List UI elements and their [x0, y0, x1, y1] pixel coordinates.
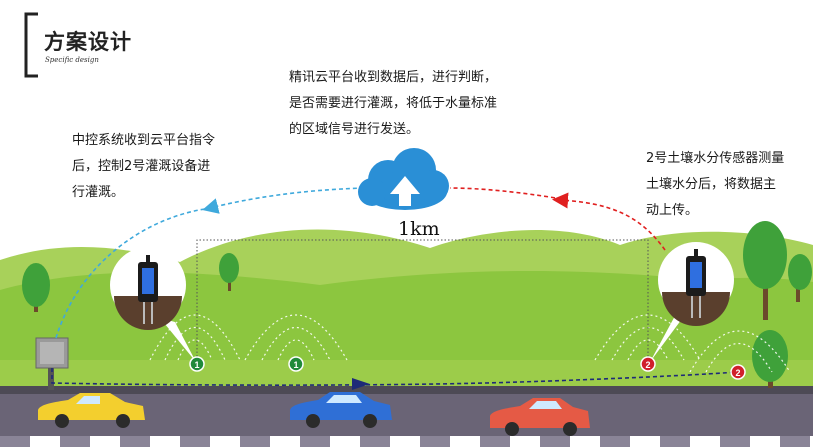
- marker-label: 1: [194, 360, 199, 370]
- road-curb: [0, 436, 813, 447]
- marker-label: 1: [293, 360, 298, 370]
- cloud-caption: 精讯云平台收到数据后，进行判断， 是否需要进行灌溉，将低于水量标准 的区域信号进…: [289, 65, 549, 143]
- header-bracket: [24, 12, 38, 78]
- sensor-bubble-right: [650, 242, 734, 362]
- marker-device2-b: 2: [730, 364, 746, 380]
- road-edge: [0, 386, 813, 394]
- cloud-to-control-arrow: [202, 187, 365, 214]
- marker-device2-a: 2: [640, 356, 656, 372]
- sensor-bubble-left: [110, 247, 196, 362]
- sprinkler-spray-4: [689, 330, 791, 373]
- distance-label: 1km: [398, 218, 440, 240]
- grass-strip: [0, 360, 813, 386]
- marker-device1-b: 1: [288, 356, 304, 372]
- sensor-caption-line: 土壤水分后，将数据主: [646, 177, 777, 192]
- tree-right-bottom: [752, 330, 788, 388]
- car-blue: [290, 392, 392, 428]
- upload-icon: [390, 176, 420, 206]
- marker-label: 2: [645, 360, 650, 370]
- distance-bracket: [196, 239, 649, 360]
- marker-label: 2: [735, 368, 740, 378]
- sensor-to-cloud-arrow-a: [552, 192, 666, 251]
- car-red: [490, 398, 590, 436]
- sensor-caption: 2号土壤水分传感器测量 土壤水分后，将数据主 动上传。: [646, 146, 806, 224]
- car-yellow: [38, 393, 145, 428]
- tree-left: [22, 263, 50, 312]
- control-caption-line: 行灌溉。: [72, 185, 125, 200]
- cloud-caption-line: 精讯云平台收到数据后，进行判断，: [289, 70, 498, 85]
- control-cabinet: [35, 337, 69, 390]
- page-subtitle: Specific design: [45, 56, 99, 64]
- control-caption-line: 中控系统收到云平台指令: [72, 133, 216, 148]
- sensor-caption-line: 2号土壤水分传感器测量: [646, 151, 785, 166]
- sensor-caption-line: 动上传。: [646, 203, 699, 218]
- sprinkler-spray-2: [244, 314, 348, 361]
- control-to-device2-arrow: [51, 368, 739, 386]
- tree-middle: [219, 253, 239, 291]
- marker-device1-a: 1: [189, 356, 205, 372]
- tree-right-tall: [743, 221, 787, 320]
- control-caption-line: 后，控制2号灌溉设备进: [72, 159, 211, 174]
- control-line-arrowhead: [352, 378, 370, 390]
- control-caption: 中控系统收到云平台指令 后，控制2号灌溉设备进 行灌溉。: [72, 128, 232, 206]
- control-to-sprinkler-arrow: [55, 207, 213, 339]
- cloud-caption-line: 是否需要进行灌溉，将低于水量标准: [289, 96, 498, 111]
- sensor-to-cloud-arrow-b: [449, 187, 563, 200]
- tree-right-small: [788, 254, 812, 302]
- cloud-caption-line: 的区域信号进行发送。: [289, 122, 420, 137]
- page-title: 方案设计: [44, 30, 132, 54]
- sprinkler-spray-1: [149, 314, 241, 361]
